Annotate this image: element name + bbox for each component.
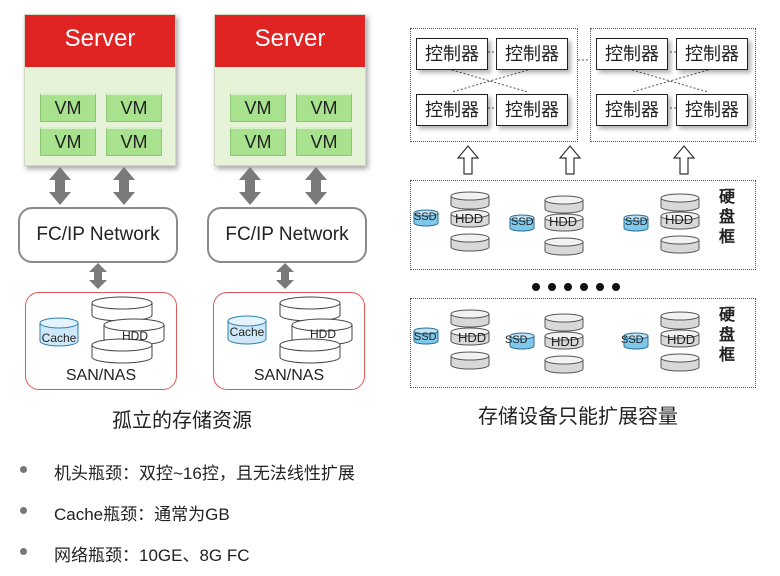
hdd-label: HDD xyxy=(549,214,578,229)
server-title: Server xyxy=(25,15,175,67)
bullet-text: 网络瓶颈：10GE、8G FC xyxy=(54,546,250,565)
up-arrow-icon xyxy=(672,145,696,175)
ssd-label: SSD xyxy=(505,334,528,346)
ssd-label: SSD xyxy=(414,211,437,223)
hdd-cylinder xyxy=(660,329,700,348)
ssd-label: SSD xyxy=(511,216,534,228)
hdd-cylinder xyxy=(450,233,490,252)
ssd-cylinder xyxy=(413,327,439,345)
hdd-cylinder xyxy=(544,213,584,232)
ellipsis-icon xyxy=(532,283,620,291)
left-caption: 孤立的存储资源 xyxy=(112,410,252,432)
bullet-dot-icon xyxy=(20,548,27,555)
controller-box: 控制器 xyxy=(676,38,748,70)
storage-stack-icon xyxy=(39,296,165,364)
vm-box: VM xyxy=(296,127,352,156)
hdd-cylinder xyxy=(450,351,490,370)
storage-stack-icon xyxy=(227,296,353,364)
hdd-cylinder xyxy=(544,313,584,332)
san-box: Cache HDD SAN/NAS xyxy=(213,292,365,390)
controller-links xyxy=(451,51,709,109)
hdd-cylinder xyxy=(544,355,584,374)
hdd-cylinder xyxy=(450,327,490,346)
hdd-cylinder xyxy=(660,235,700,254)
disk-drawing xyxy=(413,191,700,374)
enclosure-label: 硬盘框 xyxy=(718,189,735,246)
double-arrow-icon xyxy=(276,263,294,289)
disk-enclosure xyxy=(410,180,756,270)
hdd-label: HDD xyxy=(665,212,694,227)
ssd-label: SSD xyxy=(621,334,644,346)
hdd-cylinder xyxy=(660,193,700,212)
cache-cylinder xyxy=(227,315,267,345)
controller-box: 控制器 xyxy=(596,38,668,70)
san-label: SAN/NAS xyxy=(65,367,137,384)
hdd-label: HDD xyxy=(310,327,336,341)
bullet-dot-icon xyxy=(20,507,27,514)
double-arrow-icon xyxy=(239,167,261,205)
vm-box: VM xyxy=(230,127,286,156)
ssd-cylinder xyxy=(509,214,535,232)
network-box: FC/IP Network xyxy=(207,207,367,263)
hdd-label: HDD xyxy=(455,211,484,226)
server-title: Server xyxy=(215,15,365,67)
double-arrow-icon xyxy=(305,167,327,205)
controller-box: 控制器 xyxy=(416,38,488,70)
hdd-cylinder xyxy=(544,195,584,214)
server-1: Server VM VM VM VM xyxy=(24,14,176,166)
network-box: FC/IP Network xyxy=(18,207,178,263)
controller-box: 控制器 xyxy=(496,94,568,126)
hdd-label: HDD xyxy=(122,329,148,343)
vm-box: VM xyxy=(40,127,96,156)
vm-box: VM xyxy=(230,93,286,122)
san-label: SAN/NAS xyxy=(253,367,325,384)
up-arrow-icon xyxy=(558,145,582,175)
hdd-cylinder xyxy=(450,309,490,328)
hdd-label: HDD xyxy=(551,334,580,349)
vm-box: VM xyxy=(106,127,162,156)
hdd-cylinder xyxy=(450,209,490,228)
hdd-cylinder xyxy=(660,211,700,230)
double-arrow-icon xyxy=(113,167,135,205)
double-arrow-icon xyxy=(89,263,107,289)
double-arrow-icon xyxy=(49,167,71,205)
vm-box: VM xyxy=(40,93,96,122)
hdd-cylinder xyxy=(544,331,584,350)
up-arrows xyxy=(456,145,696,175)
ssd-cylinder xyxy=(623,332,649,350)
controller-box: 控制器 xyxy=(416,94,488,126)
san-box: Cache HDD SAN/NAS xyxy=(25,292,177,390)
cache-label: Cache xyxy=(41,331,77,345)
disk-enclosure xyxy=(410,298,756,388)
controller-box: 控制器 xyxy=(496,38,568,70)
ssd-label: SSD xyxy=(625,216,648,228)
controller-box: 控制器 xyxy=(596,94,668,126)
ssd-cylinder xyxy=(413,209,439,227)
hdd-cylinder xyxy=(660,311,700,330)
cache-cylinder xyxy=(39,317,79,347)
server-2: Server VM VM VM VM xyxy=(214,14,366,166)
hdd-cylinder xyxy=(450,191,490,210)
bullet-text: Cache瓶颈：通常为GB xyxy=(54,505,230,524)
controller-group xyxy=(410,28,578,142)
vm-box: VM xyxy=(296,93,352,122)
controller-box: 控制器 xyxy=(676,94,748,126)
vm-box: VM xyxy=(106,93,162,122)
controller-group xyxy=(590,28,756,142)
enclosure-label: 硬盘框 xyxy=(718,307,735,364)
right-caption: 存储设备只能扩展容量 xyxy=(478,406,678,428)
ssd-label: SSD xyxy=(414,331,437,343)
hdd-cylinder xyxy=(660,353,700,372)
hdd-label: HDD xyxy=(667,332,696,347)
bullet-dot-icon xyxy=(20,466,27,473)
up-arrow-icon xyxy=(456,145,480,175)
ssd-cylinder xyxy=(623,214,649,232)
cache-label: Cache xyxy=(229,325,265,339)
bullet-text: 机头瓶颈：双控~16控，且无法线性扩展 xyxy=(54,464,355,483)
hdd-cylinder xyxy=(544,237,584,256)
ssd-cylinder xyxy=(509,332,535,350)
hdd-label: HDD xyxy=(458,330,487,345)
